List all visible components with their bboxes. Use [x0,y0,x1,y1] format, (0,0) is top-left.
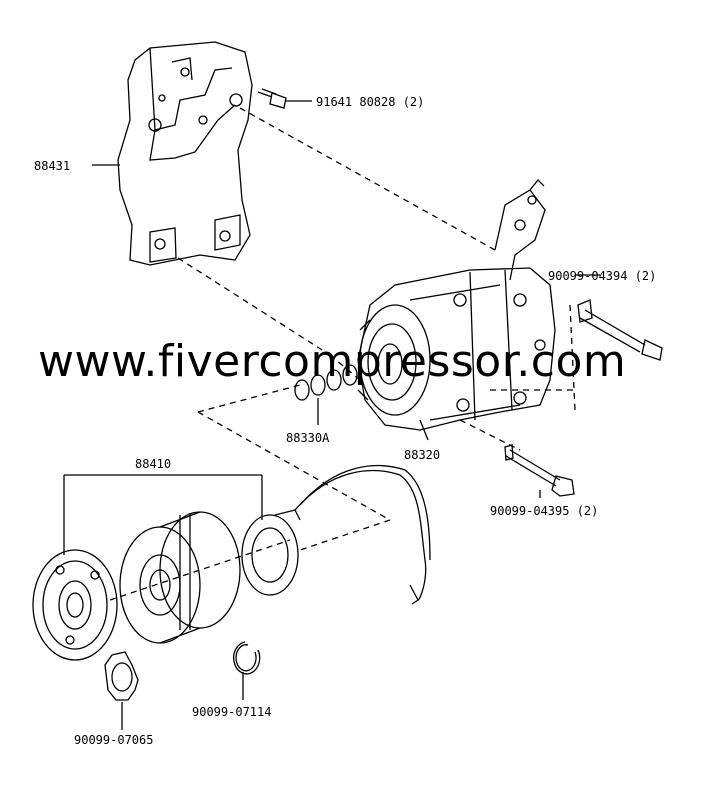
watermark-text: www.fivercompressor.com [38,336,627,387]
label-bolt-lower: 90099-04395 (2) [490,504,598,518]
clutch-group-bracket [63,474,263,555]
label-snap-ring: 90099-07114 [192,705,271,719]
bracket-drawing [117,41,253,266]
bolt-upper-drawing [577,299,663,361]
label-clutch-assy: 88410 [135,457,171,471]
shim-ring-drawing [104,651,139,701]
label-shim-kit: 88330A [286,431,330,445]
label-bracket: 88431 [34,159,70,173]
shim-set-drawing [294,364,358,401]
label-bolt-upper: 90099-04394 (2) [548,269,656,283]
field-coil-drawing [241,464,431,605]
label-shim-ring: 90099-07065 [74,733,153,747]
label-compressor: 88320 [404,448,440,462]
compressor-drawing [357,179,556,431]
label-stud-bolt: 91641 80828 (2) [316,95,424,109]
alignment-lines [109,107,576,601]
snap-ring-drawing [233,641,261,675]
stud-bolt-drawing [257,88,312,109]
pressure-plate-drawing [32,549,118,661]
pulley-drawing [119,511,241,644]
bolt-lower-drawing [504,444,575,497]
